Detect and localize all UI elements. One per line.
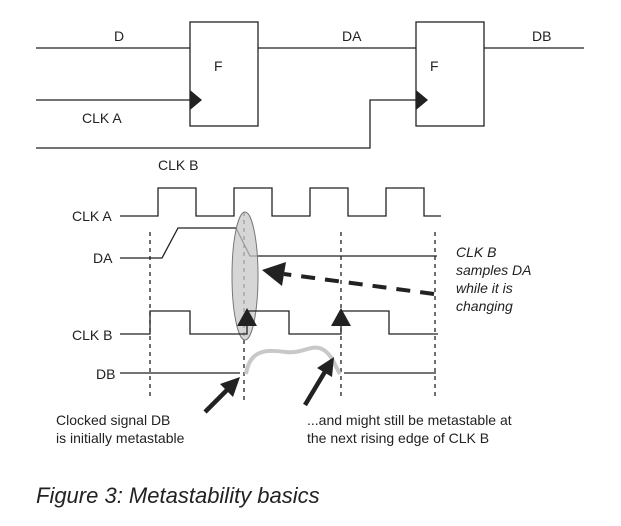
db-timing-label: DB — [96, 366, 115, 382]
left-annotation-arrow-head — [220, 377, 240, 397]
clkb-wire — [36, 99, 416, 149]
right-annotation-arrow-head — [317, 357, 334, 377]
flip-flop-1-clock-triangle — [190, 90, 202, 110]
clka-timing-label: CLK A — [72, 208, 112, 224]
timing-diagram: CLK A DA CLK B samples DA while it is ch… — [56, 187, 531, 446]
clkb-rising-edge-marker-1 — [237, 308, 257, 326]
flip-flop-2 — [415, 21, 485, 127]
clkb-rising-edge-marker-2 — [331, 308, 351, 326]
flip-flop-1-label: F — [214, 58, 223, 74]
left-annotation-arrow-shaft — [203, 385, 232, 414]
clkb-circuit-label: CLK B — [158, 157, 198, 173]
circuit-diagram: D F CLK A DA F DB CLK B — [36, 21, 584, 173]
sampling-note-line-4: changing — [456, 298, 513, 314]
clka-waveform — [120, 187, 441, 217]
clkb-waveform — [120, 310, 438, 335]
figure-caption: Figure 3: Metastability basics — [36, 483, 320, 508]
left-note-line-1: Clocked signal DB — [56, 412, 170, 428]
flip-flop-1 — [189, 21, 259, 127]
da-circuit-label: DA — [342, 28, 362, 44]
clka-circuit-label: CLK A — [82, 110, 122, 126]
db-circuit-label: DB — [532, 28, 551, 44]
sampling-note-line-2: samples DA — [456, 262, 531, 278]
right-note-line-1: ...and might still be metastable at — [307, 412, 512, 428]
clkb-timing-label: CLK B — [72, 327, 112, 343]
right-annotation-arrow-shaft — [303, 368, 328, 407]
sampling-arrow-shaft — [283, 272, 435, 296]
flip-flop-2-clock-triangle — [416, 90, 428, 110]
left-note-line-2: is initially metastable — [56, 430, 185, 446]
flip-flop-2-label: F — [430, 58, 439, 74]
d-label: D — [114, 28, 124, 44]
sampling-note-line-1: CLK B — [456, 244, 496, 260]
right-note-line-2: the next rising edge of CLK B — [307, 430, 489, 446]
da-waveform — [120, 227, 437, 259]
sampling-ellipse — [231, 211, 259, 341]
sampling-arrow-head — [262, 262, 286, 286]
da-timing-label: DA — [93, 250, 113, 266]
sampling-note-line-3: while it is — [456, 280, 513, 296]
